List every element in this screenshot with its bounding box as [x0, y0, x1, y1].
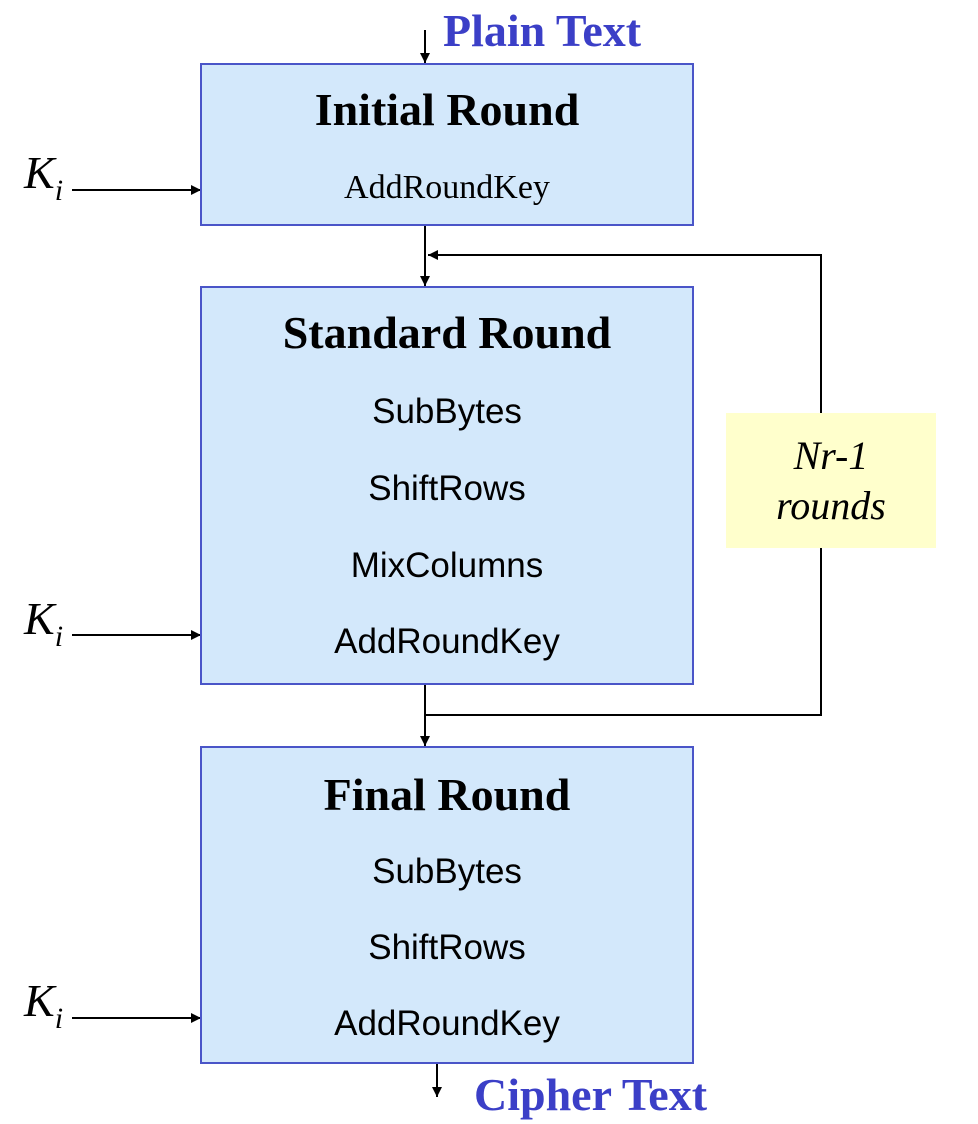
- initial-round-box: Initial Round AddRoundKey: [200, 63, 694, 226]
- standard-round-step: MixColumns: [350, 546, 544, 585]
- initial-round-title: Initial Round: [314, 84, 580, 135]
- round-key-label-standard: Ki: [24, 593, 63, 652]
- final-round-box: Final Round SubBytes ShiftRows AddRoundK…: [200, 746, 694, 1064]
- cipher-text-label: Cipher Text: [474, 1069, 708, 1120]
- key-subscript: i: [54, 620, 64, 653]
- key-letter: K: [24, 593, 55, 644]
- round-key-label-initial: Ki: [24, 147, 63, 206]
- key-letter: K: [24, 975, 55, 1026]
- standard-round-step: ShiftRows: [368, 469, 526, 508]
- standard-round-box: Standard Round SubBytes ShiftRows MixCol…: [200, 286, 694, 685]
- final-round-title: Final Round: [323, 769, 571, 820]
- key-letter: K: [24, 147, 55, 198]
- standard-round-step: SubBytes: [372, 392, 522, 431]
- final-round-step: SubBytes: [372, 852, 522, 891]
- standard-round-step: AddRoundKey: [334, 622, 560, 661]
- rounds-count-note: Nr-1 rounds: [726, 413, 936, 548]
- final-round-step: ShiftRows: [368, 928, 526, 967]
- final-round-step: AddRoundKey: [334, 1004, 560, 1043]
- initial-round-step: AddRoundKey: [344, 169, 550, 206]
- key-subscript: i: [54, 174, 64, 207]
- standard-round-title: Standard Round: [282, 307, 612, 358]
- plain-text-label: Plain Text: [443, 5, 642, 56]
- round-key-label-final: Ki: [24, 975, 63, 1034]
- rounds-count-line2: rounds: [776, 482, 886, 528]
- rounds-count-line1: Nr-1: [793, 432, 869, 478]
- key-subscript: i: [54, 1002, 64, 1035]
